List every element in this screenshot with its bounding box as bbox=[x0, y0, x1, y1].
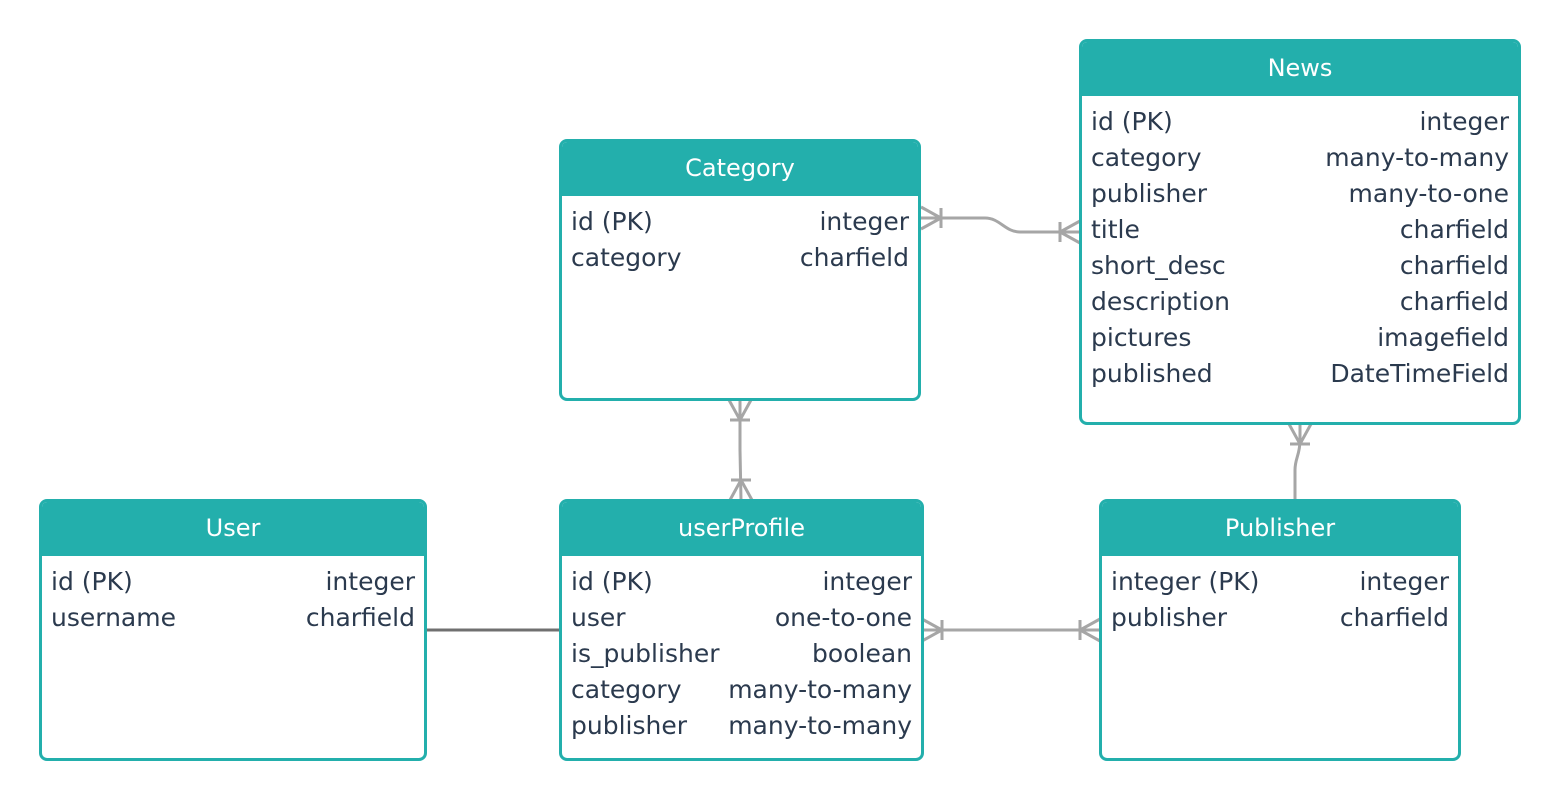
field-name: publisher bbox=[1091, 179, 1208, 208]
field-type: boolean bbox=[812, 639, 912, 668]
field-type: DateTimeField bbox=[1330, 359, 1509, 388]
entity-title: Category bbox=[562, 142, 918, 196]
field-row: integer (PK) integer bbox=[1111, 564, 1449, 600]
field-row: title charfield bbox=[1091, 212, 1509, 248]
field-name: id (PK) bbox=[571, 207, 653, 236]
field-row: user one-to-one bbox=[571, 600, 912, 636]
field-name: id (PK) bbox=[51, 567, 133, 596]
field-type: many-to-many bbox=[1325, 143, 1509, 172]
field-type: integer bbox=[325, 567, 415, 596]
field-row: category many-to-many bbox=[571, 672, 912, 708]
field-row: description charfield bbox=[1091, 284, 1509, 320]
field-type: imagefield bbox=[1377, 323, 1509, 352]
field-type: charfield bbox=[1399, 251, 1509, 280]
field-name: user bbox=[571, 603, 626, 632]
entity-title: Publisher bbox=[1102, 502, 1458, 556]
field-row: id (PK) integer bbox=[51, 564, 415, 600]
field-row: id (PK) integer bbox=[571, 564, 912, 600]
connector-userprofile-publisher[interactable] bbox=[921, 617, 1101, 643]
field-row: category charfield bbox=[571, 240, 909, 276]
field-name: published bbox=[1091, 359, 1213, 388]
entity-title: News bbox=[1082, 42, 1518, 96]
field-name: id (PK) bbox=[1091, 107, 1173, 136]
field-type: one-to-one bbox=[774, 603, 912, 632]
field-row: published DateTimeField bbox=[1091, 356, 1509, 392]
field-type: many-to-many bbox=[728, 711, 912, 740]
field-row: pictures imagefield bbox=[1091, 320, 1509, 356]
field-name: description bbox=[1091, 287, 1231, 316]
field-name: category bbox=[571, 675, 682, 704]
entity-category[interactable]: Category id (PK) integer category charfi… bbox=[559, 139, 921, 401]
field-type: integer bbox=[822, 567, 912, 596]
connector-category-userprofile[interactable] bbox=[727, 399, 754, 501]
field-name: category bbox=[1091, 143, 1202, 172]
connector-category-news[interactable] bbox=[920, 205, 1081, 245]
field-type: integer bbox=[1359, 567, 1449, 596]
field-type: many-to-many bbox=[728, 675, 912, 704]
field-row: username charfield bbox=[51, 600, 415, 636]
field-name: username bbox=[51, 603, 176, 632]
field-name: id (PK) bbox=[571, 567, 653, 596]
field-row: id (PK) integer bbox=[571, 204, 909, 240]
entity-publisher[interactable]: Publisher integer (PK) integer publisher… bbox=[1099, 499, 1461, 761]
field-name: integer (PK) bbox=[1111, 567, 1260, 596]
field-type: integer bbox=[819, 207, 909, 236]
entity-title: User bbox=[42, 502, 424, 556]
field-name: publisher bbox=[571, 711, 688, 740]
field-type: charfield bbox=[305, 603, 415, 632]
field-row: publisher many-to-one bbox=[1091, 176, 1509, 212]
field-name: short_desc bbox=[1091, 251, 1226, 280]
entity-user[interactable]: User id (PK) integer username charfield bbox=[39, 499, 427, 761]
field-type: charfield bbox=[1399, 287, 1509, 316]
field-row: publisher many-to-many bbox=[571, 708, 912, 744]
field-name: publisher bbox=[1111, 603, 1228, 632]
entity-userprofile[interactable]: userProfile id (PK) integer user one-to-… bbox=[559, 499, 924, 761]
field-row: short_desc charfield bbox=[1091, 248, 1509, 284]
field-name: pictures bbox=[1091, 323, 1192, 352]
field-row: publisher charfield bbox=[1111, 600, 1449, 636]
field-type: charfield bbox=[799, 243, 909, 272]
field-type: charfield bbox=[1399, 215, 1509, 244]
entity-title: userProfile bbox=[562, 502, 921, 556]
connector-news-publisher[interactable] bbox=[1287, 423, 1313, 500]
field-type: charfield bbox=[1339, 603, 1449, 632]
field-type: integer bbox=[1419, 107, 1509, 136]
field-row: is_publisher boolean bbox=[571, 636, 912, 672]
field-row: category many-to-many bbox=[1091, 140, 1509, 176]
field-row: id (PK) integer bbox=[1091, 104, 1509, 140]
field-name: is_publisher bbox=[571, 639, 720, 668]
entity-news[interactable]: News id (PK) integer category many-to-ma… bbox=[1079, 39, 1521, 425]
field-type: many-to-one bbox=[1348, 179, 1509, 208]
field-name: category bbox=[571, 243, 682, 272]
field-name: title bbox=[1091, 215, 1140, 244]
